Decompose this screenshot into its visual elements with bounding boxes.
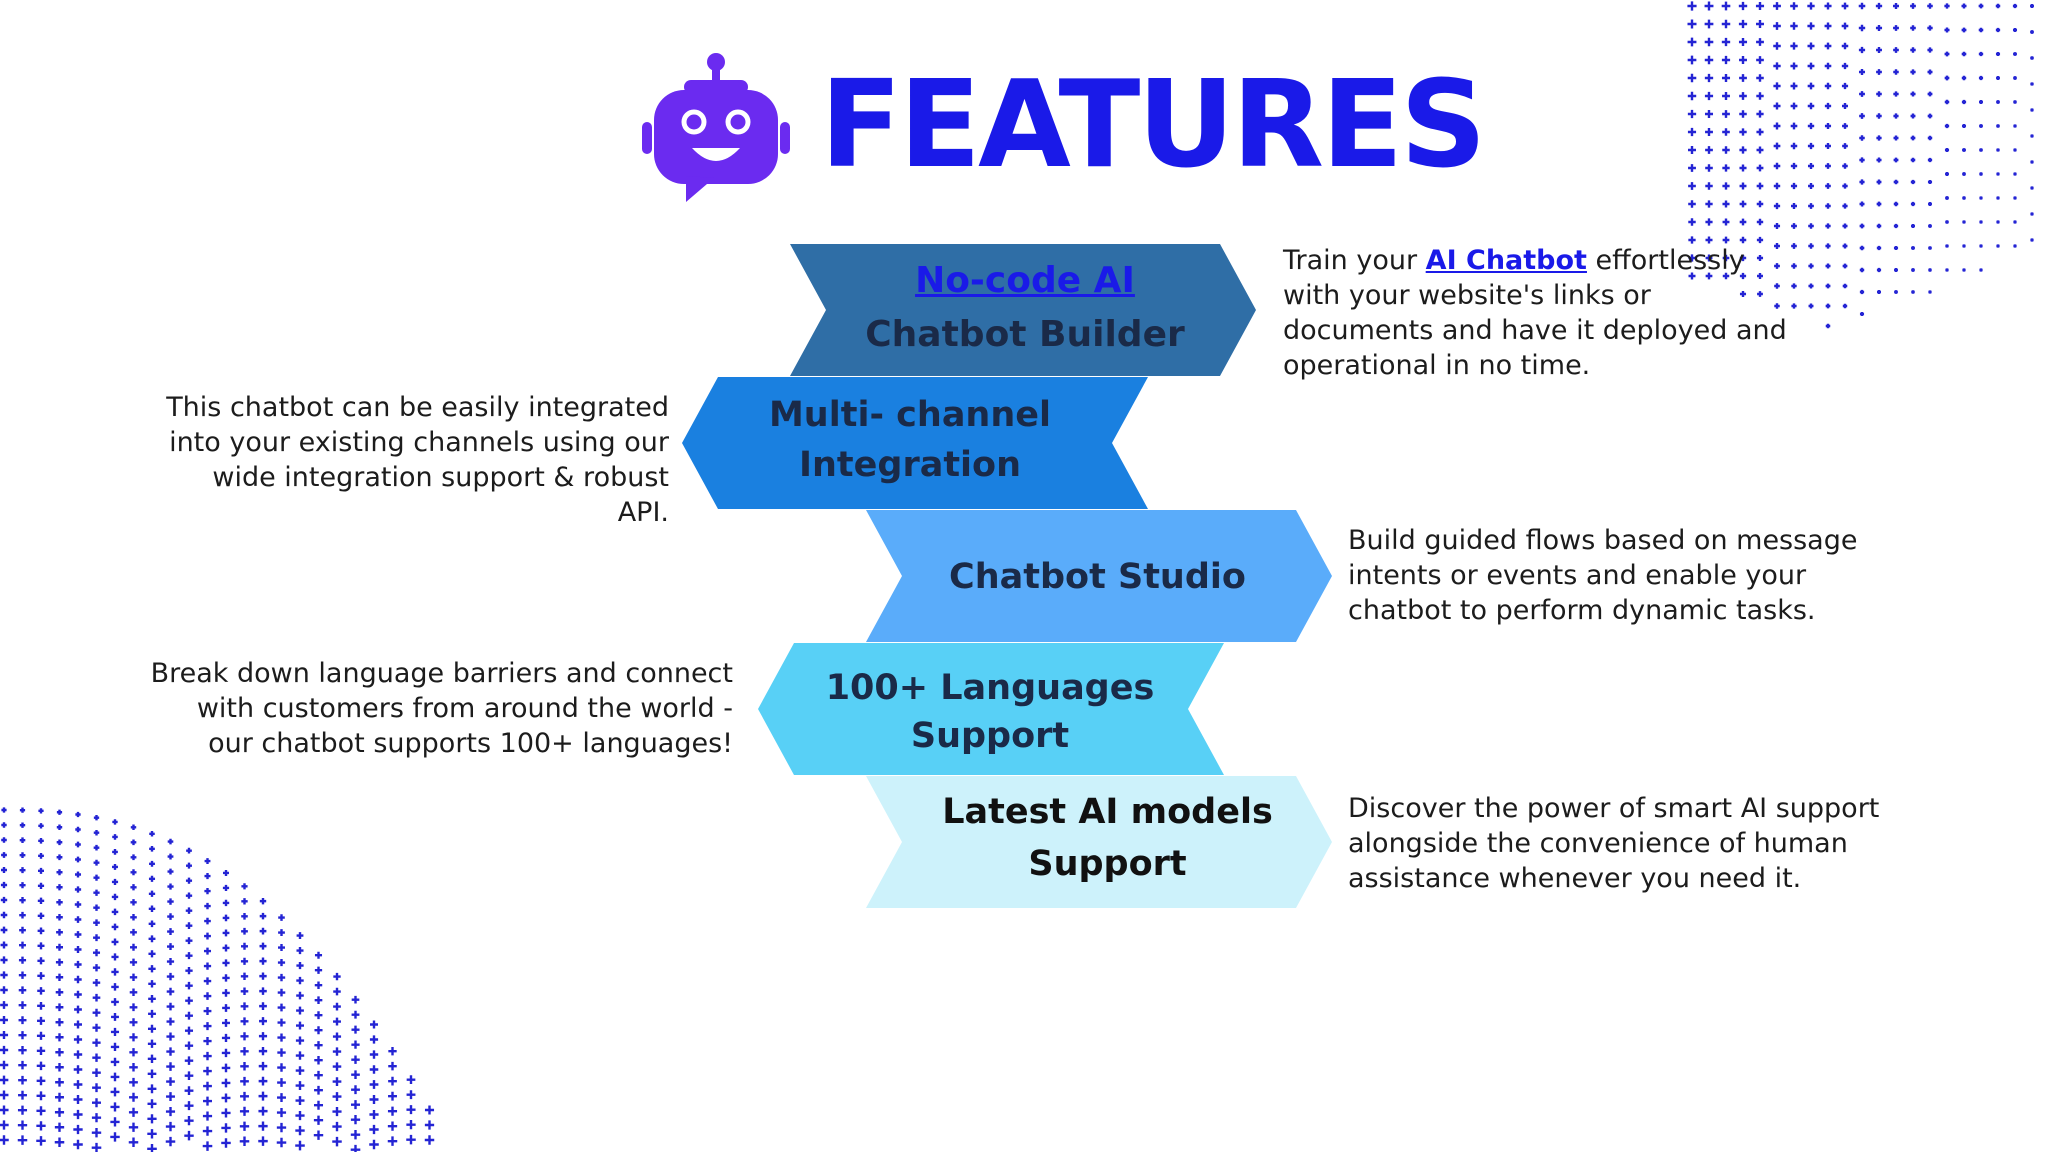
ai-chatbot-link[interactable]: AI Chatbot (1425, 245, 1587, 276)
feature-no-code-title: No-code AI Chatbot Builder (830, 254, 1220, 362)
feature-chatbot-studio-line1: Chatbot Studio (949, 557, 1246, 597)
chevron-no-code-builder (790, 244, 1256, 376)
chevron-ai-models (866, 776, 1332, 908)
chevron-chatbot-studio (866, 510, 1332, 642)
page-title: FEATURES (820, 56, 1487, 195)
robot-chat-icon (642, 53, 790, 202)
feature-chatbot-studio-description: Build guided flows based on message inte… (1348, 525, 1858, 626)
feature-ai-models-line2: Support (1028, 844, 1187, 884)
feature-languages-line2: Support (910, 716, 1070, 756)
feature-multi-channel-title: Multi- channel Integration (715, 390, 1105, 490)
feature-languages-line1: 100+ Languages (825, 668, 1155, 708)
chevron-multi-channel (682, 377, 1148, 509)
chevron-languages (758, 643, 1224, 775)
feature-no-code-description: Train your AI Chatbot effortlessly with … (1283, 245, 1787, 381)
feature-chatbot-studio-title: Chatbot Studio (900, 552, 1295, 602)
feature-multi-channel-description: This chatbot can be easily integrated in… (166, 392, 669, 528)
feature-no-code-line2: Chatbot Builder (865, 314, 1185, 355)
header: FEATURES (640, 50, 1487, 202)
feature-languages-title: 100+ Languages Support (795, 664, 1185, 760)
feature-ai-models-description: Discover the power of smart AI support a… (1348, 793, 1880, 894)
feature-multi-channel-line1: Multi- channel (768, 395, 1052, 435)
feature-multi-channel-line2: Integration (798, 445, 1022, 485)
feature-ai-models-title: Latest AI models Support (910, 786, 1305, 890)
no-code-ai-link[interactable]: No-code AI (915, 260, 1135, 301)
feature-languages-description: Break down language barriers and connect… (150, 658, 733, 759)
feature-ai-models-line1: Latest AI models (942, 792, 1273, 832)
